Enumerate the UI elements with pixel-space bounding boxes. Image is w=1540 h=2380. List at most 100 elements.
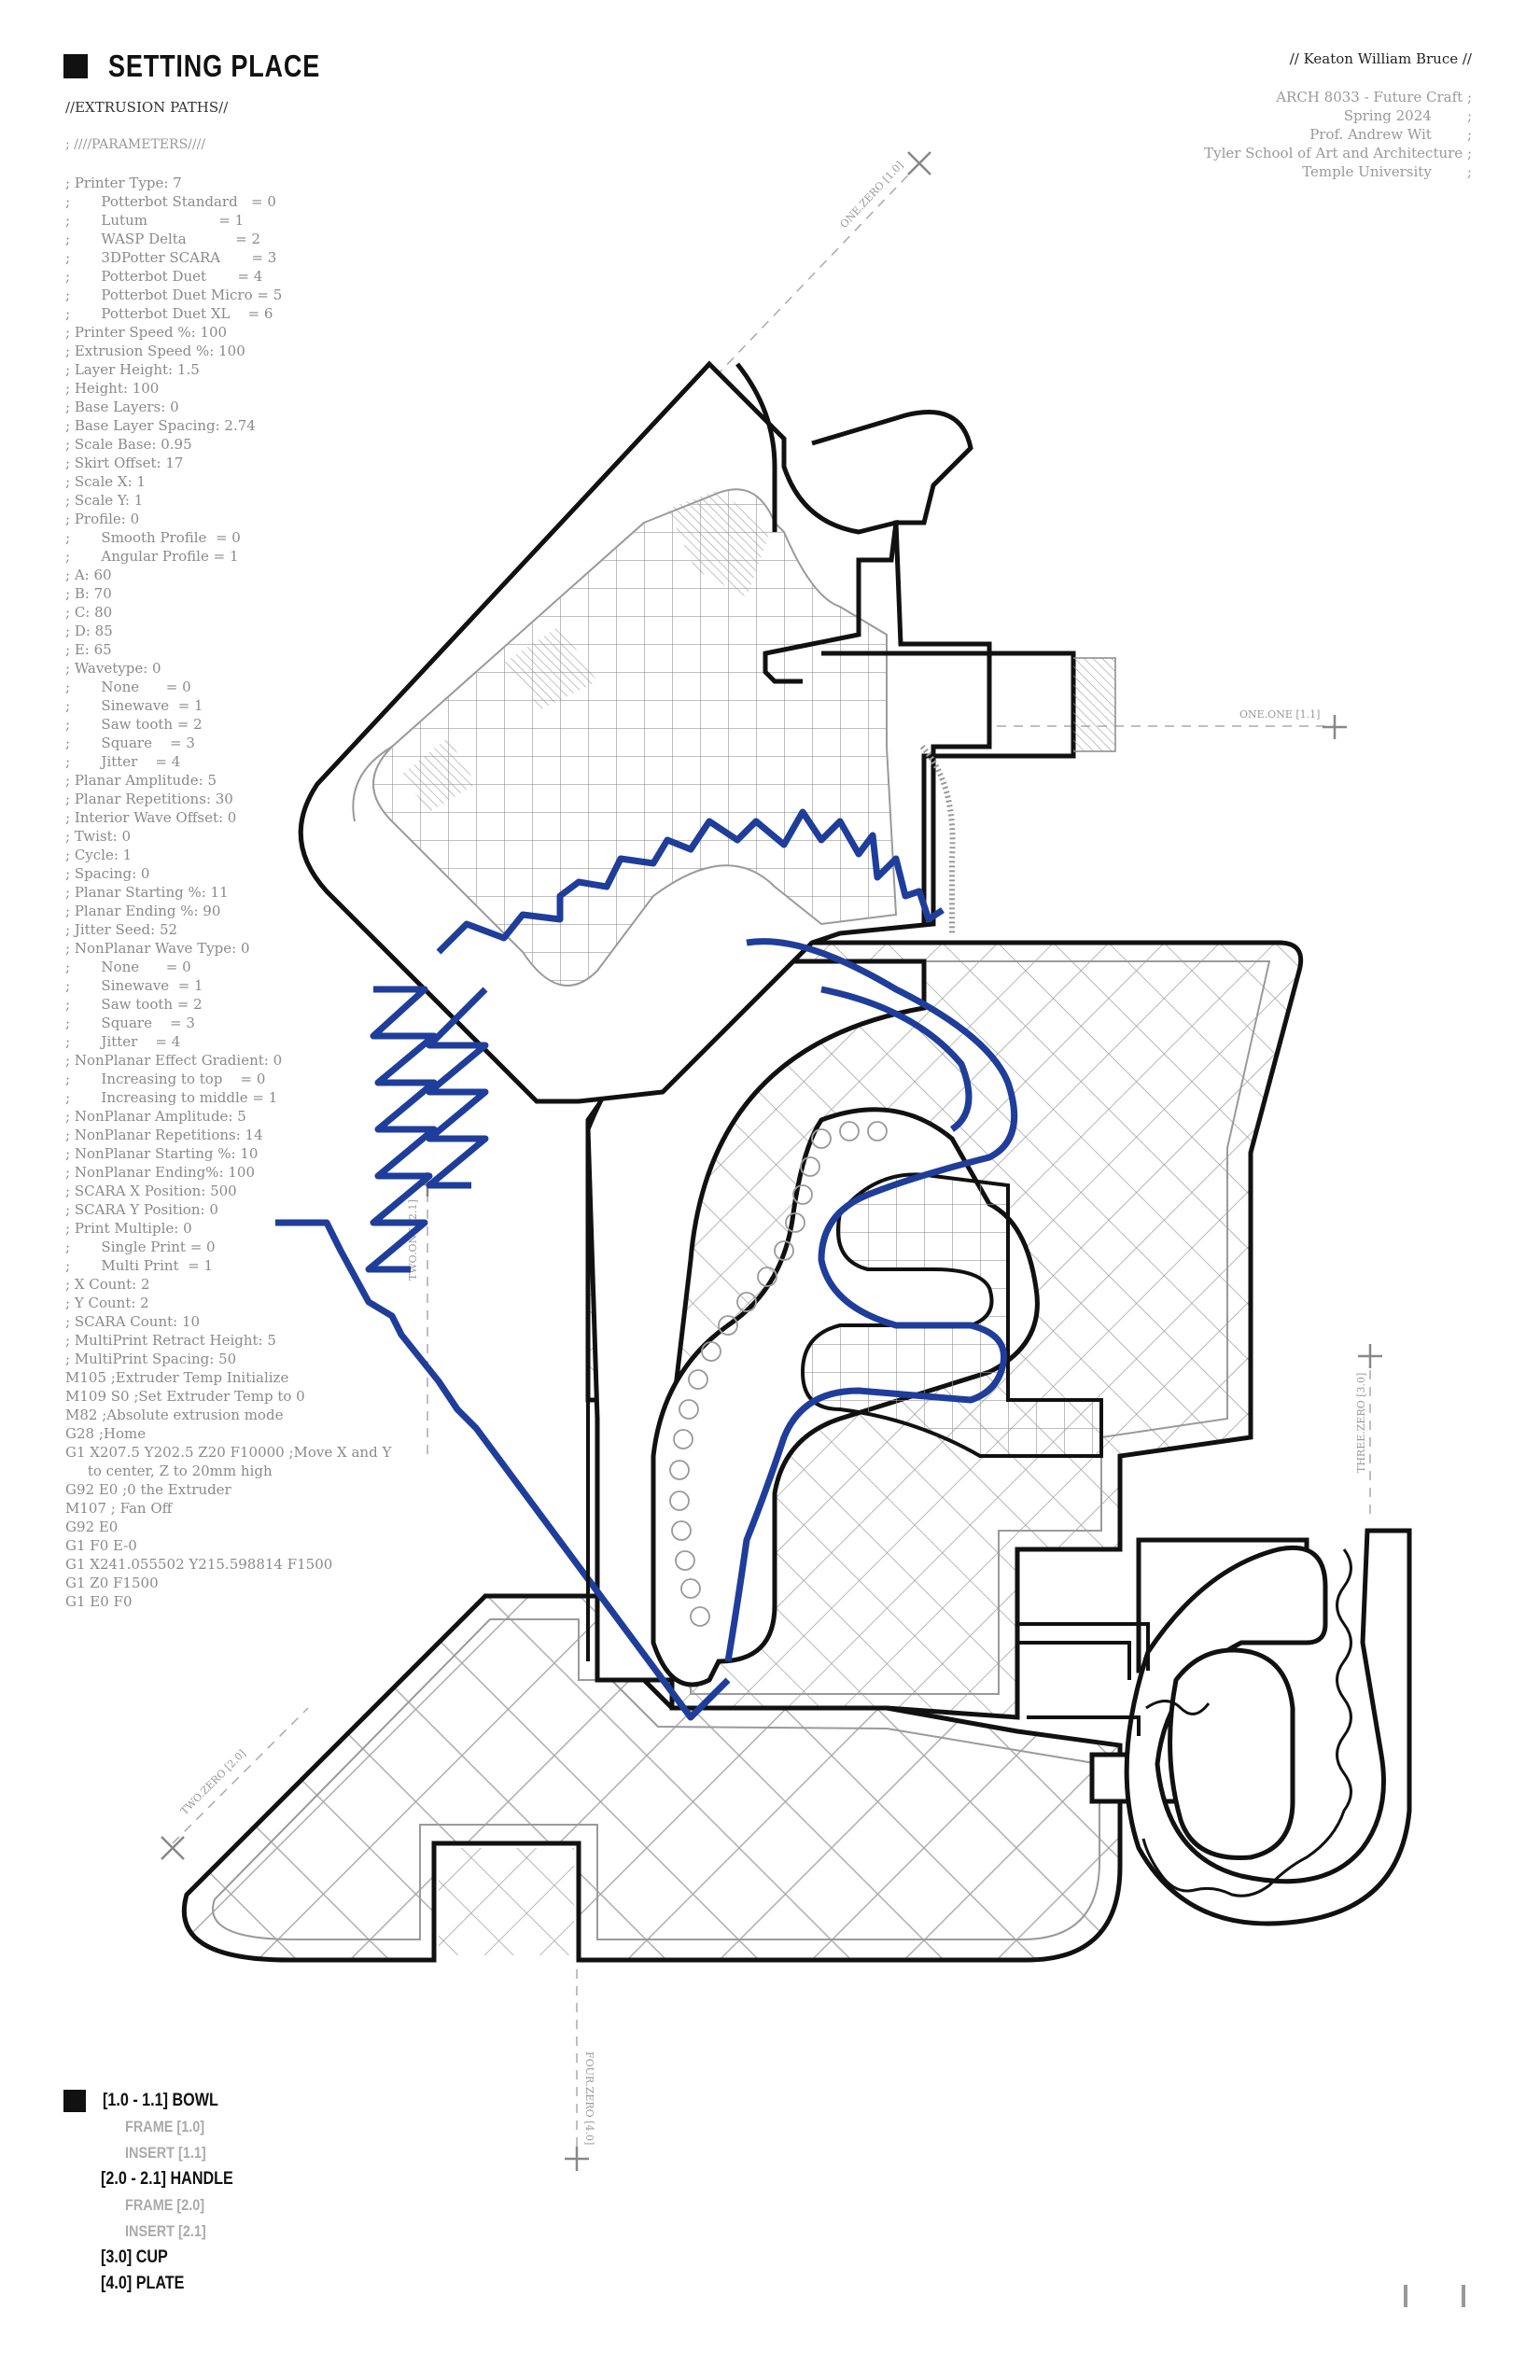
parameter-line: ; NonPlanar Amplitude: 5 — [65, 1108, 246, 1125]
axis-label-three-zero: THREE.ZERO [3.0] — [1355, 1373, 1367, 1473]
plus-icon-four-zero — [565, 2147, 589, 2171]
course-line: Temple University ; — [1302, 163, 1472, 180]
legend-row-bowl: [1.0 - 1.1] BOWL — [63, 2088, 257, 2114]
blue-long-diagonal — [275, 1219, 731, 1721]
parameter-line: ; Single Print = 0 — [65, 1239, 216, 1255]
parameter-line: ; WASP Delta = 2 — [65, 231, 261, 247]
parameter-line: M107 ; Fan Off — [65, 1500, 173, 1517]
blue-zigzag-left-inner — [426, 987, 489, 1189]
parameter-line: ; NonPlanar Ending%: 100 — [65, 1164, 255, 1181]
parameter-line: ; Planar Ending %: 90 — [65, 903, 221, 919]
cup — [1089, 1528, 1412, 1926]
parameter-line: ; MultiPrint Spacing: 50 — [65, 1351, 237, 1367]
parameter-line: ; None = 0 — [65, 959, 191, 975]
parameter-line: G1 Z0 F1500 — [65, 1575, 159, 1591]
parameter-line: ; C: 80 — [65, 604, 113, 621]
parameter-line: ; None = 0 — [65, 679, 191, 695]
legend: [1.0 - 1.1] BOWL FRAME [1.0] INSERT [1.1… — [63, 2088, 257, 2297]
page-markers — [1404, 2285, 1465, 2307]
parameter-line: ; Square = 3 — [65, 1015, 195, 1031]
parameter-line: ; Interior Wave Offset: 0 — [65, 809, 237, 826]
plus-icon-three-zero — [1358, 1344, 1382, 1368]
page-marker-right — [1462, 2285, 1465, 2307]
axis-label-one-zero: ONE.ZERO [1.0] — [838, 159, 906, 231]
parameter-line: ; Potterbot Standard = 0 — [65, 193, 276, 210]
parameter-line: ; Height: 100 — [65, 380, 160, 397]
parameter-line: to center, Z to 20mm high — [65, 1463, 273, 1479]
blue-s-curve-inner — [820, 986, 973, 1132]
blue-zigzag-left — [365, 986, 438, 1273]
parameter-line: ; SCARA Y Position: 0 — [65, 1201, 218, 1218]
axis-label-one-one: ONE.ONE [1.1] — [1239, 708, 1320, 721]
page-subtitle: //EXTRUSION PATHS// — [65, 99, 229, 116]
course-info: ARCH 8033 - Future Craft ;Spring 2024 ;P… — [1204, 88, 1472, 181]
parameter-line: ; Increasing to top = 0 — [65, 1071, 266, 1087]
parameter-line: ; Base Layer Spacing: 2.74 — [65, 417, 256, 434]
parameter-line: ; Planar Amplitude: 5 — [65, 772, 217, 789]
parameter-line: ; Saw tooth = 2 — [65, 716, 203, 733]
parameter-line: ; Potterbot Duet Micro = 5 — [65, 287, 283, 303]
parameter-line: ; Jitter = 4 — [65, 753, 181, 770]
course-line: ARCH 8033 - Future Craft ; — [1276, 89, 1472, 105]
axis-label-four-zero: FOUR.ZERO [4.0] — [583, 2051, 595, 2145]
blue-s-curve — [724, 938, 1018, 1662]
course-line: Spring 2024 ; — [1343, 107, 1472, 124]
parameter-line: ; Jitter = 4 — [65, 1033, 181, 1050]
parameter-line: ; Saw tooth = 2 — [65, 996, 203, 1013]
legend-row-bowl-frame: FRAME [1.0] — [63, 2114, 257, 2140]
parameter-line: ; Increasing to middle = 1 — [65, 1089, 278, 1106]
parameter-line: ; Spacing: 0 — [65, 865, 150, 882]
legend-handle: [2.0 - 2.1] HANDLE — [101, 2169, 233, 2189]
parameter-line: ; Cycle: 1 — [65, 847, 133, 863]
plate-contours — [586, 1400, 1150, 1736]
parameter-line: ; Y Count: 2 — [65, 1295, 149, 1311]
legend-row-plate: [4.0] PLATE — [63, 2271, 257, 2297]
legend-bowl-frame: FRAME [1.0] — [125, 2118, 205, 2135]
parameter-line: ; Potterbot Duet = 4 — [65, 268, 263, 285]
parameter-line: ; Print Multiple: 0 — [65, 1220, 192, 1237]
parameter-line: ; MultiPrint Retract Height: 5 — [65, 1332, 276, 1349]
title-block: SETTING PLACE — [63, 49, 367, 84]
parameter-line: ; Jitter Seed: 52 — [65, 921, 178, 938]
plus-icon-one-one — [1323, 715, 1347, 739]
parameter-line: ; SCARA Count: 10 — [65, 1313, 201, 1330]
parameter-line: ; NonPlanar Wave Type: 0 — [65, 940, 250, 957]
parameter-line: ; A: 60 — [65, 567, 112, 583]
legend-bowl-insert: INSERT [1.1] — [125, 2144, 206, 2162]
parameter-line: ; Scale Base: 0.95 — [65, 436, 192, 453]
cross-icon-one-zero — [907, 151, 931, 175]
parameter-line: G1 X207.5 Y202.5 Z20 F10000 ;Move X and … — [65, 1444, 392, 1461]
parameter-line: ; Square = 3 — [65, 735, 195, 751]
parameter-line: ; Angular Profile = 1 — [65, 548, 239, 565]
parameter-line: ; NonPlanar Starting %: 10 — [65, 1145, 259, 1162]
parameter-line: ; D: 85 — [65, 623, 113, 639]
parameter-line: ; Smooth Profile = 0 — [65, 529, 241, 546]
title-square-icon — [63, 54, 88, 78]
parameter-line: G92 E0 — [65, 1519, 119, 1535]
bowl-frame-rib — [735, 362, 1116, 933]
parameter-line: ; Extrusion Speed %: 100 — [65, 343, 245, 359]
parameter-line: ; Profile: 0 — [65, 511, 140, 527]
legend-row-cup: [3.0] CUP — [63, 2245, 257, 2271]
parameter-line: ; B: 70 — [65, 585, 112, 602]
parameter-line: M82 ;Absolute extrusion mode — [65, 1407, 284, 1423]
parameter-line: ; X Count: 2 — [65, 1276, 150, 1293]
parameter-line: ; Sinewave = 1 — [65, 697, 203, 714]
page-marker-left — [1404, 2285, 1407, 2307]
parameter-line: ; Potterbot Duet XL = 6 — [65, 305, 273, 322]
parameter-line: M105 ;Extruder Temp Initialize — [65, 1369, 289, 1386]
parameter-line: G28 ;Home — [65, 1425, 147, 1442]
parameters-list: ; Printer Type: 7; Potterbot Standard = … — [65, 174, 391, 1611]
parameter-line: ; Planar Repetitions: 30 — [65, 791, 233, 807]
author-name: // Keaton William Bruce // — [1289, 50, 1472, 67]
axis-label-two-zero: TWO.ZERO [2.0] — [178, 1747, 248, 1817]
parameter-line: ; Wavetype: 0 — [65, 660, 161, 677]
parameter-line: G1 E0 F0 — [65, 1593, 133, 1610]
parameter-line: ; 3DPotter SCARA = 3 — [65, 249, 277, 266]
legend-row-handle-insert: INSERT [2.1] — [63, 2219, 257, 2245]
handle-insert — [800, 1172, 1103, 1458]
legend-bowl: [1.0 - 1.1] BOWL — [103, 2091, 218, 2110]
parameter-line: ; E: 65 — [65, 641, 112, 658]
legend-plate: [4.0] PLATE — [101, 2274, 185, 2293]
